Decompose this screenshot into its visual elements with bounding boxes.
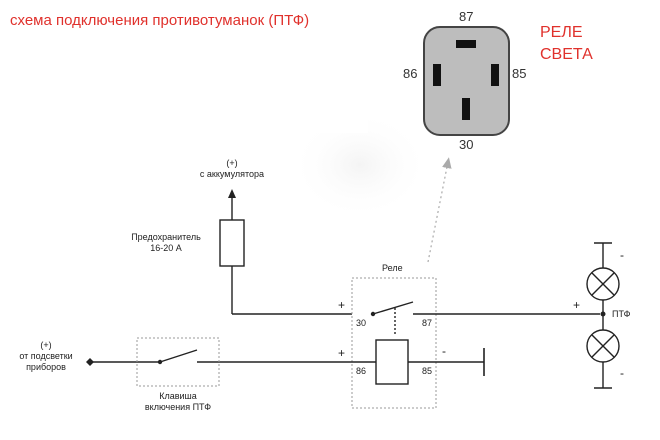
dashboard-text-line1: от подсветки xyxy=(19,351,73,361)
dashboard-terminal-icon xyxy=(86,358,94,366)
plus-sign-lamp: + xyxy=(573,298,581,312)
schematic-pin-85: 85 xyxy=(422,366,433,376)
switch-label: Клавиша включения ПТФ xyxy=(128,391,228,413)
title-panel: схема подключения противотуманок (ПТФ) xyxy=(0,0,368,133)
relay-pin-87: 87 xyxy=(459,9,474,24)
plus-sign-30: + xyxy=(338,298,346,312)
switch-wire xyxy=(90,349,376,363)
fuse xyxy=(219,219,245,267)
relay-pin-30: 30 xyxy=(459,137,474,152)
lamp-junction xyxy=(600,311,606,317)
relay-caption-line1: РЕЛЕ xyxy=(540,24,583,41)
relay-pointer-arrow xyxy=(427,157,452,263)
schematic-pin-87: 87 xyxy=(422,318,433,328)
battery-sign: (+) xyxy=(226,158,238,168)
relay-pinout-icon xyxy=(423,26,510,136)
switch-box xyxy=(136,337,220,387)
diagram-title: схема подключения противотуманок (ПТФ) xyxy=(10,12,310,29)
battery-arrow-icon xyxy=(228,189,236,198)
relay-contact-pivot xyxy=(370,311,376,317)
relay-coil xyxy=(375,339,409,385)
minus-sign-lamp-top: - xyxy=(620,248,624,262)
fuse-label: Предохранитель 16-20 А xyxy=(118,232,214,254)
battery-label: (+) с аккумулятора xyxy=(182,158,282,180)
relay-box-label: Реле xyxy=(382,263,403,273)
minus-sign-85: - xyxy=(442,344,446,358)
switch-text-line2: включения ПТФ xyxy=(144,402,212,412)
schematic-pin-86: 86 xyxy=(356,366,367,376)
dashboard-sign: (+) xyxy=(40,340,52,350)
plus-sign-86: + xyxy=(338,346,346,360)
lamp-label: ПТФ xyxy=(612,309,631,319)
relay-pin-86: 86 xyxy=(403,66,418,81)
switch-text-line1: Клавиша xyxy=(159,391,197,401)
fuse-text-line2: 16-20 А xyxy=(150,243,182,253)
switch-pivot xyxy=(157,359,163,365)
dashboard-label: (+) от подсветки приборов xyxy=(6,340,86,373)
schematic-pin-30: 30 xyxy=(356,318,367,328)
battery-text: с аккумулятора xyxy=(199,169,265,179)
minus-sign-lamp-bottom: - xyxy=(620,366,624,380)
relay-caption-line2: СВЕТА xyxy=(540,46,593,63)
dashboard-text-line2: приборов xyxy=(26,362,66,372)
relay-caption: РЕЛЕ СВЕТА xyxy=(540,22,593,66)
relay-pin-85: 85 xyxy=(512,66,527,81)
fuse-text-line1: Предохранитель xyxy=(131,232,201,242)
relay-contact xyxy=(372,301,600,334)
